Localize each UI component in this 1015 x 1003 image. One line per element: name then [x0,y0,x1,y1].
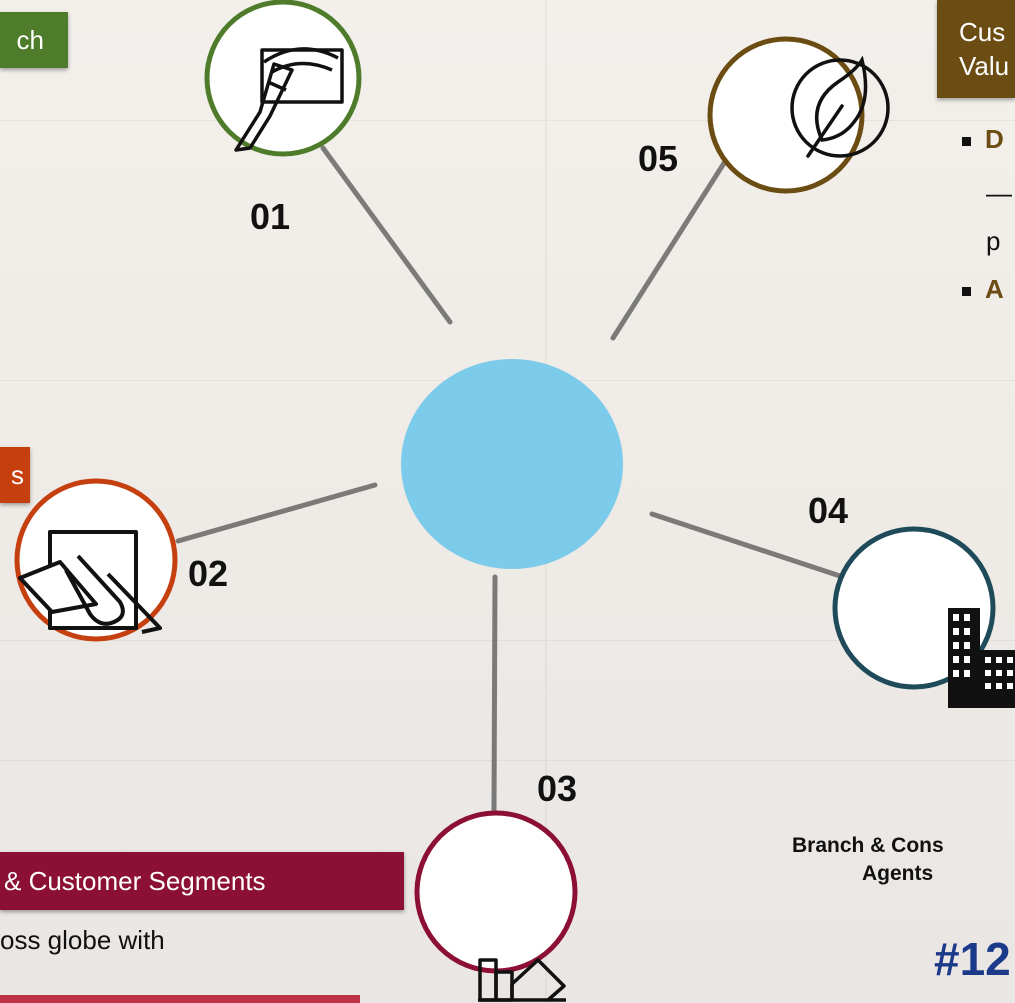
label-customer-value-line2: Valu [959,51,1010,81]
label-customer-value-line1: Cus [959,17,1006,47]
label-customer-segments-text: & Customer Segments [4,866,266,896]
bottom-right-line1: Branch & Cons [792,834,944,857]
drawing-board-icon [18,530,162,634]
bullet-1-text: D [985,124,1004,154]
circle-05 [707,36,865,194]
bottom-left-highlight-fragment [0,984,370,1003]
spoke-02 [175,482,378,544]
spoke-04 [649,511,843,579]
bullet-1-line3: p [986,226,1001,256]
spoke-03 [491,574,498,813]
label-research-text: ch [16,25,44,55]
bullet-2-text: A [985,274,1004,304]
buildings-icon [948,608,1015,708]
bullet-square-icon [962,136,971,146]
label-customer-value: Cus Valu [937,0,1015,98]
center-hub [401,359,623,569]
bullet-1-line2: — [986,178,1012,208]
label-research: ch [0,12,68,68]
label-segment-02: s [0,447,30,503]
chart-mountain-icon [478,958,566,1002]
number-03: 03 [537,768,578,809]
bottom-left-text: oss globe with [0,925,165,955]
bullet-2: A [962,274,1004,305]
number-02: 02 [188,553,229,594]
bottom-right-hashtag: #12 [934,933,1011,985]
leaf-icon [790,55,890,158]
bottom-right-line2: Agents [862,862,934,885]
spoke-01 [320,145,453,325]
circle-03 [414,810,578,974]
number-01: 01 [250,196,291,237]
brush-canvas-icon [234,47,344,152]
number-05: 05 [638,138,679,179]
circle-01 [204,0,362,157]
label-customer-segments: & Customer Segments [0,852,404,910]
label-segment-02-text: s [11,460,24,490]
bullet-1: D [962,124,1004,155]
bullet-square-icon [962,286,971,296]
spoke-05 [610,157,729,341]
number-04: 04 [808,490,849,531]
